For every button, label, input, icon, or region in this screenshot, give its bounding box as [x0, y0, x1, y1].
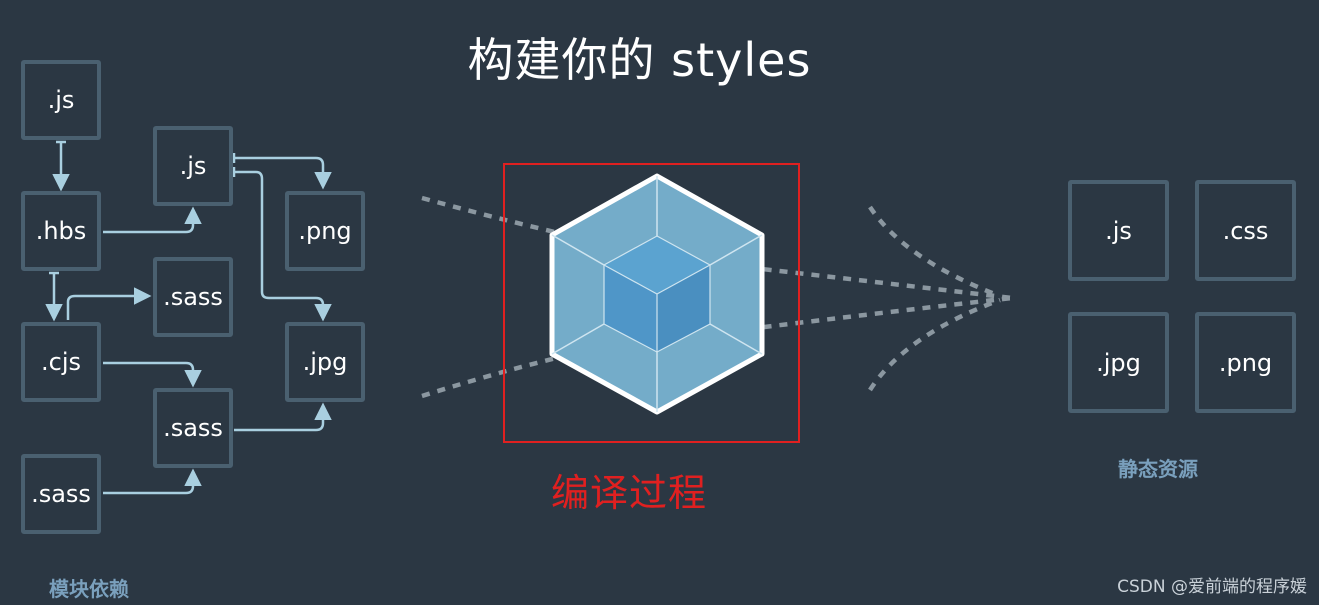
module-js-mid: .js [153, 126, 233, 206]
arrow-js-png [234, 156, 332, 190]
module-dependency-caption: 模块依赖 [49, 577, 129, 601]
module-jpg: .jpg [285, 322, 365, 402]
watermark: CSDN @爱前端的程序媛 [1117, 577, 1307, 597]
arrow-cjs-sass [66, 287, 152, 320]
module-cjs: .cjs [21, 322, 101, 402]
compile-highlight-box [503, 163, 800, 443]
module-png: .png [285, 191, 365, 271]
asset-js: .js [1068, 180, 1169, 281]
asset-css: .css [1195, 180, 1296, 281]
flow-lines [421, 195, 1013, 399]
module-sass-top: .sass [153, 257, 233, 337]
arrow-cjs-sass2 [103, 361, 202, 388]
static-assets-caption: 静态资源 [1118, 457, 1198, 481]
arrow-sass-jpg [234, 402, 332, 432]
arrow-hbs-js [103, 206, 202, 234]
module-js-top: .js [21, 60, 101, 140]
webpack-cube-icon [549, 173, 765, 415]
asset-png: .png [1195, 312, 1296, 413]
module-sass-mid: .sass [153, 388, 233, 468]
compile-process-caption: 编译过程 [551, 471, 708, 515]
module-sass-bottom: .sass [21, 454, 101, 534]
arrow-sass-sass [103, 468, 202, 495]
module-hbs: .hbs [21, 191, 101, 271]
page-title: 构建你的 styles [467, 33, 812, 87]
asset-jpg: .jpg [1068, 312, 1169, 413]
arrow-js-jpg [234, 170, 332, 322]
